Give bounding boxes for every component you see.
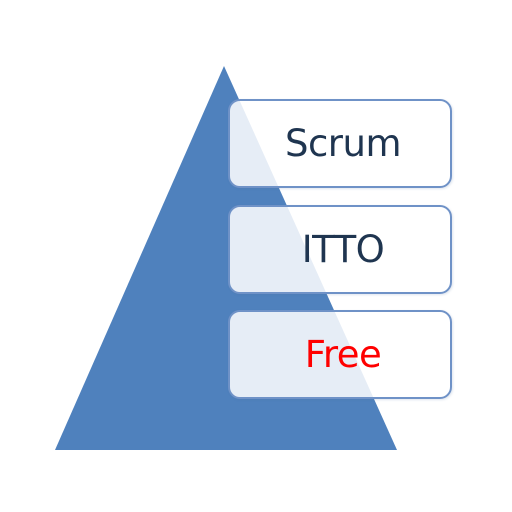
tier-box-scrum: Scrum (228, 99, 452, 188)
tier-box-itto: ITTO (228, 205, 452, 294)
tier-box-free: Free (228, 310, 452, 399)
tier-label-scrum: Scrum (284, 122, 402, 165)
tier-label-itto: ITTO (301, 228, 385, 271)
tier-label-free: Free (304, 333, 382, 376)
